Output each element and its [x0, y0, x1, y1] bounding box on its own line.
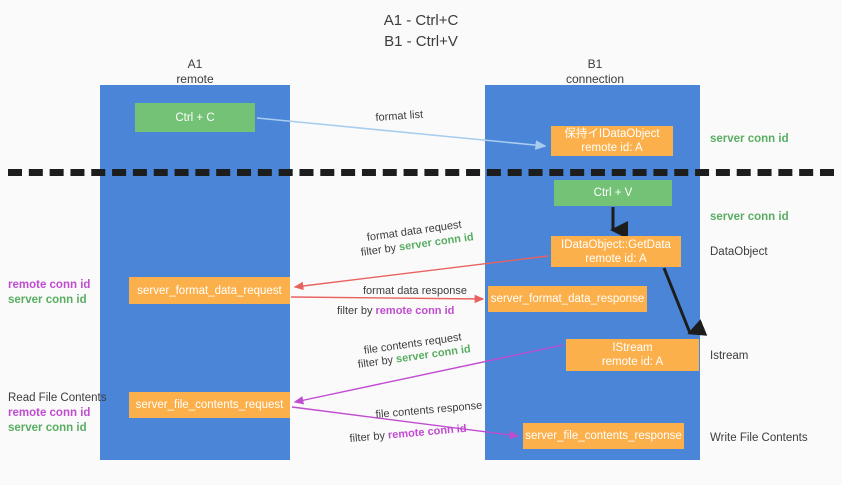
- filter-prefix-2: filter by: [337, 305, 376, 317]
- left-label-server-conn-id-2: server conn id: [8, 422, 87, 434]
- filter-key-remote-conn-id-1: remote conn id: [375, 305, 455, 317]
- edge-label-format-list: format list: [375, 108, 424, 124]
- left-label-read-file-contents-group: Read File Contents remote conn id server…: [8, 391, 106, 436]
- phase-divider: [8, 169, 834, 176]
- side-label-dataobject: DataObject: [710, 246, 768, 258]
- filter-prefix-4: filter by: [349, 429, 389, 445]
- box-server-file-contents-request[interactable]: server_file_contents_request: [129, 392, 290, 418]
- box-server-format-data-response[interactable]: server_format_data_response: [488, 286, 647, 312]
- side-label-server-conn-id-mid: server conn id: [710, 211, 789, 223]
- swimlane-header-b1: B1 connection: [565, 57, 625, 86]
- side-label-write-file-contents: Write File Contents: [710, 432, 808, 444]
- left-label-remote-conn-id-2: remote conn id: [8, 407, 91, 419]
- edge-label-file-contents-response: file contents response: [375, 399, 483, 421]
- left-label-server-conn-id-1: server conn id: [8, 294, 87, 306]
- left-label-remote-conn-id-1: remote conn id: [8, 279, 91, 291]
- swimlane-header-a1: A1 remote: [176, 57, 214, 86]
- left-label-format-conn-ids: remote conn id server conn id: [8, 278, 90, 308]
- box-istream[interactable]: IStream remote id: A: [566, 339, 699, 371]
- filter-key-remote-conn-id-2: remote conn id: [387, 422, 468, 442]
- box-hold-idataobject[interactable]: 保持イIDataObject remote id: A: [551, 126, 673, 156]
- page-title: A1 - Ctrl+C B1 - Ctrl+V: [383, 12, 459, 50]
- side-label-server-conn-id-top: server conn id: [710, 133, 789, 145]
- box-idataobject-getdata[interactable]: IDataObject::GetData remote id: A: [551, 236, 681, 267]
- left-label-read-file-contents: Read File Contents: [8, 392, 107, 404]
- edge-label-format-data-response: format data response: [363, 285, 467, 297]
- box-ctrl-v[interactable]: Ctrl + V: [554, 180, 672, 206]
- filter-prefix-1: filter by: [360, 241, 400, 259]
- box-server-format-data-request[interactable]: server_format_data_request: [129, 277, 290, 304]
- side-label-istream: Istream: [710, 350, 749, 362]
- box-ctrl-c[interactable]: Ctrl + C: [135, 103, 255, 132]
- edge-label-file-contents-response-filter: filter by remote conn id: [349, 422, 467, 447]
- filter-prefix-3: filter by: [357, 353, 397, 371]
- box-server-file-contents-response[interactable]: server_file_contents_response: [523, 423, 684, 449]
- edge-label-format-data-response-filter: filter by remote conn id: [337, 304, 454, 319]
